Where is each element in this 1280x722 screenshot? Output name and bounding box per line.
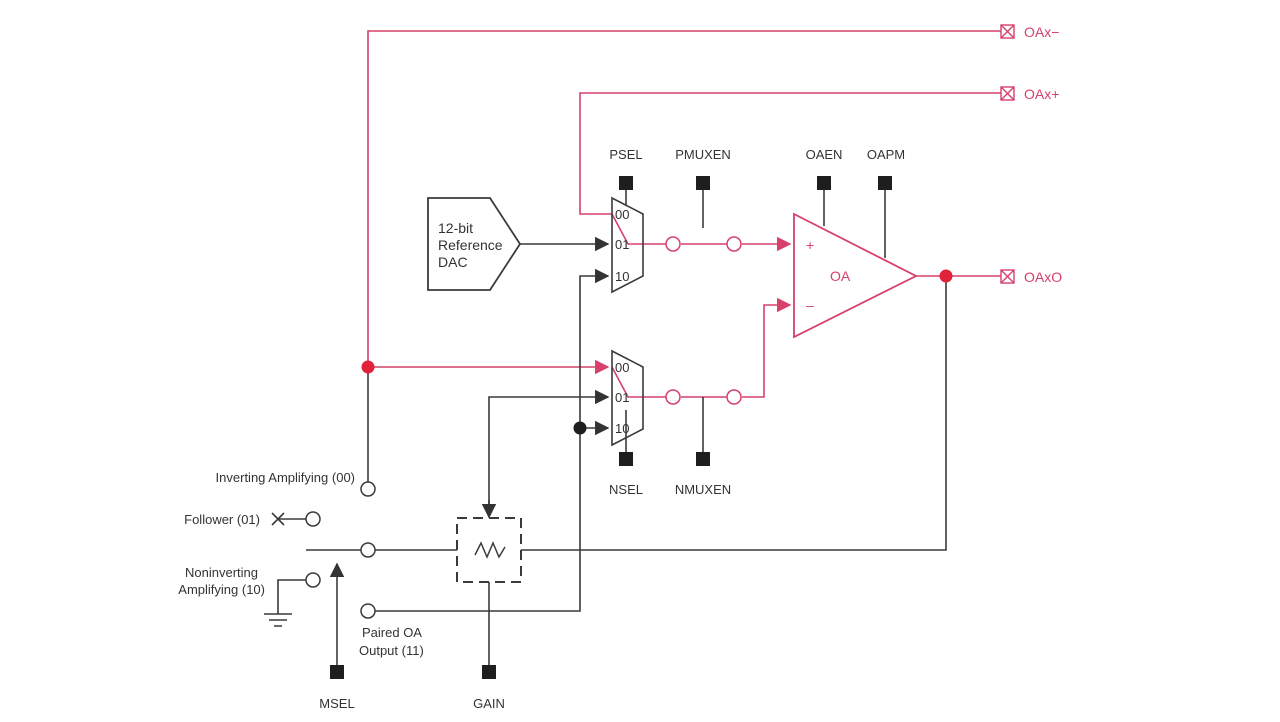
mode-paired-line1: Paired OA: [362, 625, 422, 640]
oaen-label: OAEN: [806, 147, 843, 162]
negative-mux: 00 01 10: [611, 349, 644, 447]
oax-minus-label: OAx−: [1024, 24, 1059, 40]
wire-gain-to-nmux: [488, 396, 608, 516]
nmux-input-10: 10: [615, 421, 629, 436]
junction-inverting-node: [361, 360, 375, 374]
nmux-switch-in: [665, 389, 681, 405]
nmux-body: [611, 349, 644, 447]
gain-pin-icon: [482, 665, 496, 679]
follower-x: [271, 512, 285, 526]
op-amp-minus: –: [806, 297, 814, 313]
oapm-label: OAPM: [867, 147, 905, 162]
oax-minus-pin-icon: [1000, 24, 1015, 39]
oaxo-pin-icon: [1000, 269, 1015, 284]
oapm-pin-icon: [878, 176, 892, 190]
positive-mux: 00 01 10: [611, 196, 644, 294]
red-signal-paths: [367, 30, 1001, 398]
wire-paired-to-pmux: [374, 268, 610, 612]
control-pins: [330, 176, 892, 679]
pmux-input-01: 01: [615, 237, 629, 252]
mode-noninverting-line2: Amplifying (10): [178, 582, 265, 597]
contact-noninverting: [305, 572, 321, 588]
contact-paired: [360, 603, 376, 619]
nmux-internal-path: [611, 366, 643, 398]
mode-inverting-label: Inverting Amplifying (00): [216, 470, 355, 485]
mode-paired-line2: Output (11): [359, 643, 424, 658]
wire-oax-minus: [367, 30, 1001, 367]
dac-label-line1: 12-bit: [438, 220, 473, 236]
pmux-body: [611, 196, 644, 294]
pmuxen-label: PMUXEN: [675, 147, 731, 162]
dac-label-line3: DAC: [438, 254, 468, 270]
nmuxen-pin-icon: [696, 452, 710, 466]
gain-label: GAIN: [473, 696, 505, 711]
resistor-icon: [474, 541, 506, 559]
nmuxen-label: NMUXEN: [675, 482, 731, 497]
msel-pin-icon: [330, 665, 344, 679]
ground-symbol: [264, 613, 292, 627]
contact-inverting: [360, 481, 376, 497]
oax-plus-pin-icon: [1000, 86, 1015, 101]
mode-noninverting-line1: Noninverting: [185, 565, 258, 580]
oaen-pin-icon: [817, 176, 831, 190]
dac-shape: [427, 197, 522, 291]
junction-output-node: [939, 269, 953, 283]
op-amp-label: OA: [830, 268, 851, 284]
pmux-switch-out: [726, 236, 742, 252]
contact-common: [360, 542, 376, 558]
external-pins: [1000, 24, 1015, 284]
nsel-label: NSEL: [609, 482, 643, 497]
wire-noninv-ground: [277, 579, 306, 614]
switch-contacts: [305, 236, 742, 619]
psel-label: PSEL: [609, 147, 642, 162]
op-amp: OA + –: [793, 212, 918, 339]
pmux-internal-path: [611, 213, 643, 245]
op-amp-plus: +: [806, 237, 814, 253]
gain-block-box: [456, 517, 522, 583]
op-amp-triangle: [793, 212, 918, 339]
junction-paired-node: [573, 421, 587, 435]
contact-follower: [305, 511, 321, 527]
gain-block: [456, 517, 522, 583]
psel-pin-icon: [619, 176, 633, 190]
pmux-switch-in: [665, 236, 681, 252]
wire-gain-to-output: [521, 276, 947, 551]
nmux-input-01: 01: [615, 390, 629, 405]
dac-label-line2: Reference: [438, 237, 503, 253]
nmux-input-00: 00: [615, 360, 629, 375]
pmuxen-pin-icon: [696, 176, 710, 190]
pmux-input-00: 00: [615, 207, 629, 222]
pmux-input-10: 10: [615, 269, 629, 284]
oaxo-label: OAxO: [1024, 269, 1062, 285]
dark-wires: [264, 190, 947, 665]
nmux-switch-out: [726, 389, 742, 405]
msel-label: MSEL: [319, 696, 354, 711]
nsel-pin-icon: [619, 452, 633, 466]
reference-dac: 12-bit Reference DAC: [427, 197, 522, 291]
mode-follower-label: Follower (01): [184, 512, 260, 527]
wire-to-oa-minus: [742, 297, 792, 398]
oax-plus-label: OAx+: [1024, 86, 1059, 102]
wire-oax-plus: [579, 92, 1001, 215]
